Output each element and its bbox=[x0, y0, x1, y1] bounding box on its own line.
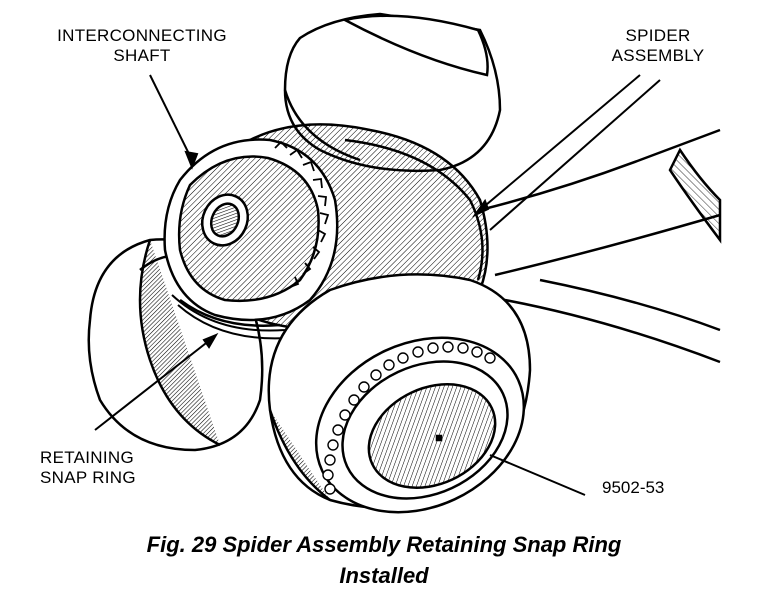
label-interconnecting-line1: INTERCONNECTING bbox=[57, 26, 227, 45]
label-interconnecting-line2: SHAFT bbox=[113, 46, 171, 65]
needle-bearings bbox=[322, 341, 496, 495]
figure-number: 9502-53 bbox=[602, 478, 665, 497]
housing bbox=[479, 128, 722, 364]
front-roller bbox=[267, 273, 532, 514]
label-spider-assembly: SPIDER ASSEMBLY bbox=[588, 26, 728, 66]
shaft-end bbox=[163, 138, 339, 327]
label-spider-line2: ASSEMBLY bbox=[611, 46, 705, 65]
label-interconnecting-shaft: INTERCONNECTING SHAFT bbox=[32, 26, 252, 66]
figure-caption-line2: Installed bbox=[339, 563, 429, 588]
label-retaining-line1: RETAINING bbox=[40, 448, 135, 467]
leader-lines bbox=[94, 74, 661, 496]
label-retaining-snap-ring: RETAINING SNAP RING bbox=[40, 448, 180, 488]
label-retaining-line2: SNAP RING bbox=[40, 468, 136, 487]
figure-caption-line1: Fig. 29 Spider Assembly Retaining Snap R… bbox=[146, 532, 622, 557]
label-spider-line1: SPIDER bbox=[625, 26, 691, 45]
